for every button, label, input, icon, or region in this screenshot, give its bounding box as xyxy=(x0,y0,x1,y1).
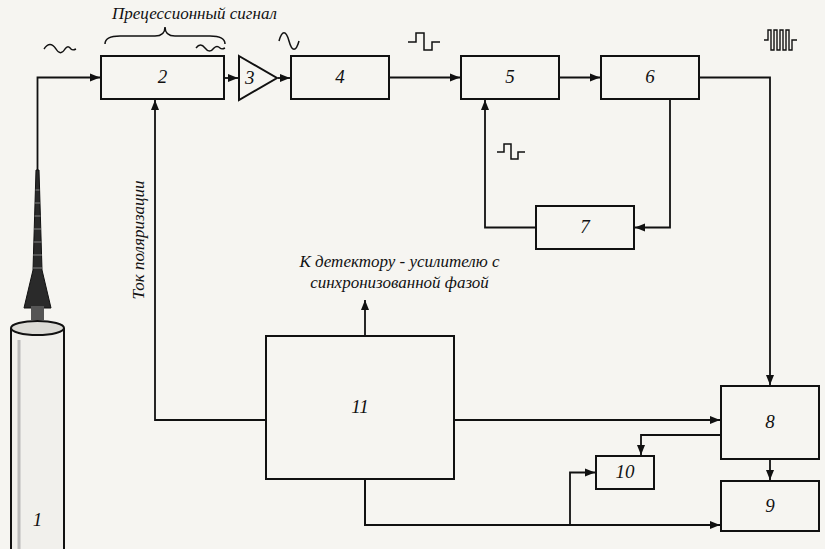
signal-brace xyxy=(105,27,225,44)
signal-connector xyxy=(390,77,460,79)
waveform-icon xyxy=(497,144,525,159)
output-arrow xyxy=(364,300,366,335)
callout-number: 6 xyxy=(645,67,655,88)
signal-connector xyxy=(769,460,771,480)
signal-connector xyxy=(225,77,238,79)
coil-winding xyxy=(33,268,43,269)
signal-connector xyxy=(365,480,720,525)
process-box: 11 xyxy=(265,335,455,480)
probe-cap xyxy=(11,321,64,335)
process-box: 10 xyxy=(595,455,655,490)
coil-winding xyxy=(35,216,41,217)
probe-body xyxy=(11,328,64,549)
waveform-icon xyxy=(196,45,225,51)
probe-outline xyxy=(5,170,70,549)
coil-winding xyxy=(33,255,42,256)
probe-neck xyxy=(31,306,44,320)
signal-connector xyxy=(455,419,720,421)
signal-connector xyxy=(155,100,265,420)
signal-connector xyxy=(38,78,101,171)
signal-connector xyxy=(700,78,770,386)
probe-body xyxy=(11,328,64,549)
annotation-text: Прецессионный сигнал xyxy=(112,3,277,24)
process-box: 7 xyxy=(535,205,635,250)
probe-coil xyxy=(24,170,51,308)
callout-number: 1 xyxy=(33,510,43,531)
amplifier-triangle: 3 xyxy=(238,55,278,101)
waveform-icon xyxy=(764,30,797,50)
coil-winding xyxy=(34,229,41,230)
process-box: 9 xyxy=(720,480,820,532)
process-box: 8 xyxy=(720,385,820,460)
waveform-icon xyxy=(279,33,299,50)
probe-sensor: 1 xyxy=(5,170,70,549)
annotation-text: К детектору - усилителю с синхронизованн… xyxy=(282,251,517,294)
edge-label: Ток поляризации xyxy=(130,178,149,301)
signal-connector xyxy=(278,77,290,79)
callout-number: 10 xyxy=(616,462,635,483)
signal-connector xyxy=(560,77,600,79)
callout-number: 8 xyxy=(765,412,775,433)
waveform-icon xyxy=(408,33,440,50)
process-box: 5 xyxy=(460,55,560,100)
process-box: 6 xyxy=(600,55,700,100)
callout-number: 4 xyxy=(335,67,345,88)
callout-number: 11 xyxy=(351,397,369,418)
signal-connector xyxy=(635,100,670,228)
callout-number: 9 xyxy=(765,496,775,517)
waveform-icon xyxy=(44,45,76,53)
process-box: 4 xyxy=(290,55,390,100)
process-box: 2 xyxy=(100,55,225,100)
coil-winding xyxy=(36,190,40,191)
coil-winding xyxy=(34,242,42,243)
callout-number: 3 xyxy=(245,68,255,89)
signal-connector xyxy=(641,435,720,455)
probe-body xyxy=(11,328,64,549)
amplifier-outline xyxy=(239,56,277,100)
probe-shading xyxy=(18,340,21,549)
callout-number: 7 xyxy=(580,217,590,238)
callout-number: 2 xyxy=(158,67,168,88)
signal-connector xyxy=(485,100,535,228)
amplifier-outline xyxy=(238,55,278,101)
signal-connector xyxy=(365,473,595,526)
coil-winding xyxy=(35,203,40,204)
callout-number: 5 xyxy=(505,67,515,88)
